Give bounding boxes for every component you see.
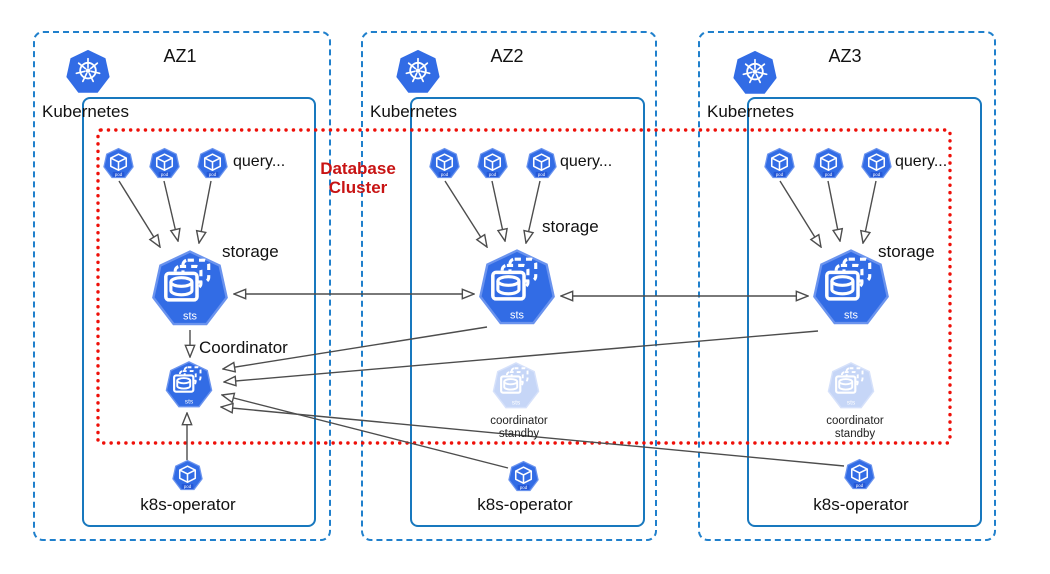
az1-query-label: query... [233, 153, 286, 170]
az2-query-label: query... [560, 153, 613, 170]
pod-icon [861, 147, 892, 180]
statefulset-icon [151, 248, 229, 330]
az3-standby-label: coordinator standby [810, 415, 900, 441]
az2-standby-label: coordinator standby [474, 415, 564, 441]
az1-storage-label: storage [222, 242, 279, 261]
az1-title: AZ1 [163, 46, 197, 66]
az2-kubernetes-label: Kubernetes [370, 102, 457, 121]
az3-kubernetes-label: Kubernetes [707, 102, 794, 121]
pod-icon [477, 147, 508, 180]
coordinator-label: Coordinator [199, 338, 288, 357]
az3-storage-label: storage [878, 242, 935, 261]
az2-operator-label: k8s-operator [477, 495, 573, 514]
az3-standby-label-line2: standby [834, 428, 876, 440]
coordinator-standby-statefulset-icon [827, 361, 875, 411]
az1-operator-label: k8s-operator [140, 495, 236, 514]
database-cluster-label-line1: Database [320, 159, 396, 178]
az1-kubernetes-label: Kubernetes [42, 102, 129, 121]
coordinator-standby-statefulset-icon [492, 361, 540, 411]
pod-icon [526, 147, 557, 180]
az3-query-label: query... [895, 153, 948, 170]
database-cluster-label-line2: Cluster [328, 178, 388, 197]
az2-standby-label-line2: standby [498, 428, 540, 440]
kubernetes-logo-icon [395, 49, 441, 95]
az3-operator-label: k8s-operator [813, 495, 909, 514]
pod-icon [429, 147, 460, 180]
operator-pod-icon [508, 460, 539, 493]
az2-title: AZ2 [490, 46, 524, 66]
operator-pod-icon [172, 459, 203, 492]
database-cluster-label: Database Cluster [303, 159, 413, 197]
kubernetes-logo-icon [65, 49, 111, 95]
operator-pod-icon [844, 458, 875, 491]
az3-standby-label-line1: coordinator [826, 415, 884, 427]
pod-icon [103, 147, 134, 180]
az3-title: AZ3 [828, 46, 862, 66]
az2-standby-label-line1: coordinator [490, 415, 548, 427]
pod-icon [197, 147, 228, 180]
pod-icon [764, 147, 795, 180]
coordinator-statefulset-icon [165, 360, 213, 410]
statefulset-icon [478, 247, 556, 329]
pod-icon [149, 147, 180, 180]
kubernetes-logo-icon [732, 50, 778, 96]
az2-storage-label: storage [542, 217, 599, 236]
pod-icon [813, 147, 844, 180]
